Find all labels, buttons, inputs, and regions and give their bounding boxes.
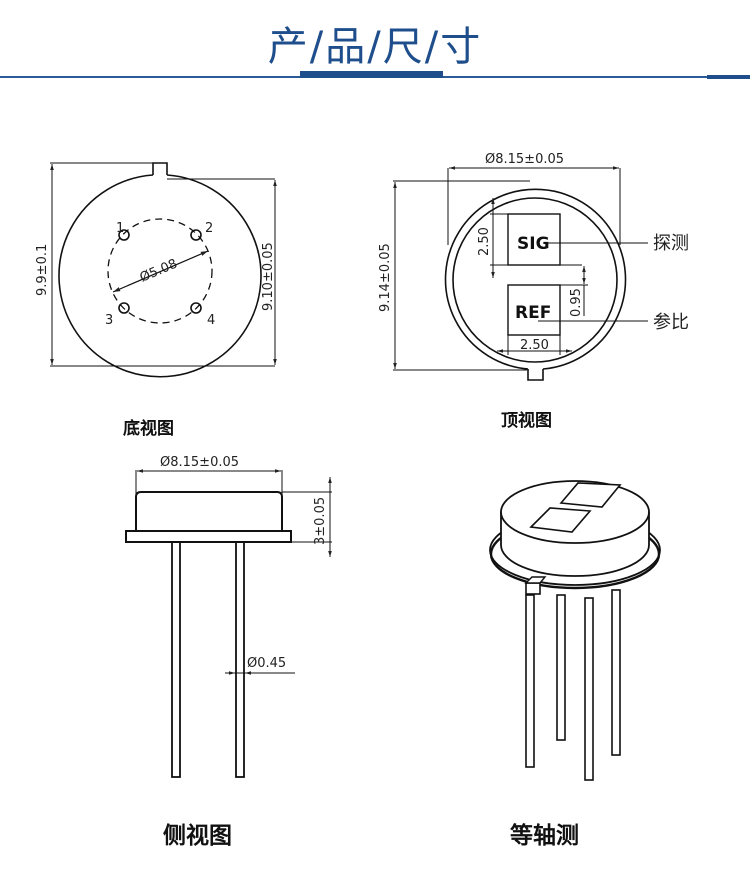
pin-circle-dim: Ø5.08 — [138, 257, 180, 286]
gap-dim: 0.95 — [569, 288, 584, 317]
ref-window — [507, 284, 561, 336]
side-height-dim: 3±0.05 — [313, 497, 328, 545]
side-diameter-dim: Ø8.15±0.05 — [160, 455, 239, 470]
sig-callout-label: 探测 — [653, 233, 689, 254]
pin-3-label: 3 — [105, 313, 113, 328]
isometric-view-drawing — [489, 480, 661, 781]
iso-pin-1 — [525, 594, 535, 768]
ref-callout-label: 参比 — [653, 312, 689, 333]
side-view-drawing — [125, 469, 332, 778]
pin-4-hole — [190, 302, 202, 314]
pin-diameter-dim: Ø0.45 — [247, 656, 286, 671]
side-pin-left — [171, 541, 181, 778]
side-pin-right — [235, 541, 245, 778]
window-height-dim: 2.50 — [477, 227, 492, 256]
window-width-dim: 2.50 — [520, 338, 549, 353]
iso-pin-2 — [556, 594, 566, 741]
title-underline-accent — [300, 71, 443, 78]
bottom-view-drawing — [50, 162, 277, 378]
top-view-drawing — [393, 166, 648, 381]
divider-right-accent — [707, 75, 750, 79]
iso-pin-4 — [611, 589, 621, 756]
pin-4-label: 4 — [207, 313, 215, 328]
iso-pin-3 — [584, 597, 594, 781]
pin-1-hole — [118, 229, 130, 241]
isometric-view-caption: 等轴测 — [510, 823, 579, 849]
pin-3-hole — [118, 302, 130, 314]
pin-2-label: 2 — [205, 221, 213, 236]
bottom-height-dim: 9.9±0.1 — [35, 244, 50, 296]
page-title: 产/品/尺/寸 — [267, 24, 483, 70]
top-diameter-dim: Ø8.15±0.05 — [485, 152, 564, 167]
bottom-view-caption: 底视图 — [123, 419, 174, 439]
sig-label: SIG — [517, 234, 550, 254]
bottom-body-dim: 9.10±0.05 — [261, 242, 276, 311]
ref-label: REF — [515, 303, 551, 323]
pin-2-hole — [190, 229, 202, 241]
top-height-dim: 9.14±0.05 — [378, 243, 393, 312]
side-view-caption: 侧视图 — [163, 823, 232, 849]
pin-1-label: 1 — [116, 221, 124, 236]
top-view-caption: 顶视图 — [501, 411, 552, 431]
